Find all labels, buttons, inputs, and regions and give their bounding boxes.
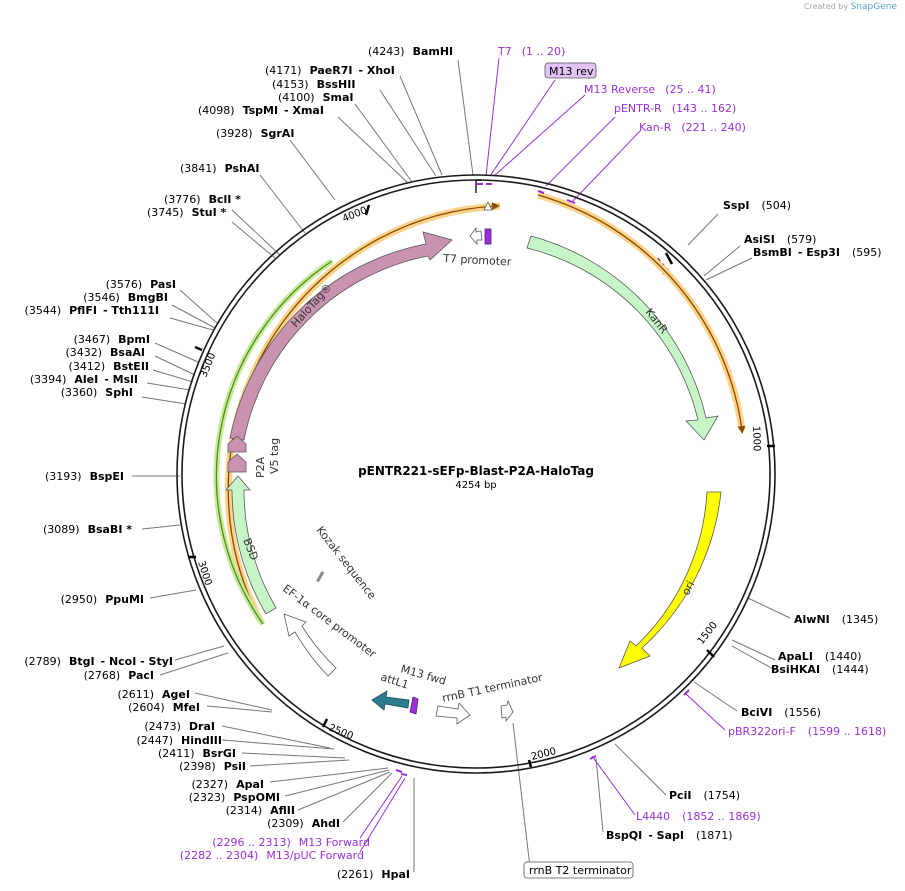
site-apali[interactable]: ApaLI(1440) [778, 650, 862, 663]
site-bpmi[interactable]: (3467)BpmI [74, 333, 150, 346]
attl1-feature[interactable] [371, 690, 410, 711]
primer-m13-puc-forward[interactable]: (2282 .. 2304)M13/pUC Forward [180, 849, 364, 862]
site-sphi[interactable]: (3360)SphI [61, 386, 133, 399]
site-mfei[interactable]: (2604)MfeI [128, 701, 200, 714]
p2a-feature[interactable] [227, 453, 247, 473]
primer-m13-reverse[interactable]: M13 Reverse(25 .. 41) [584, 83, 716, 96]
primer-m13rev[interactable]: M13 rev [544, 62, 597, 79]
origin-marker [475, 179, 482, 193]
primer-kan-r[interactable]: Kan-R(221 .. 240) [639, 121, 746, 134]
rrnb-t1-feature[interactable] [435, 702, 471, 725]
rrnb-t2-label-box[interactable]: rrnB T2 terminator [523, 861, 634, 879]
site-stui[interactable]: (3745)StuI * [147, 206, 227, 219]
site-bspei[interactable]: (3193)BspEI [45, 470, 124, 483]
ori-feature[interactable] [618, 491, 722, 669]
site-agei[interactable]: (2611)AgeI [117, 688, 190, 701]
tick-marks [188, 204, 775, 768]
snapgene-logo: SnapGene [850, 2, 897, 12]
site-bspqi[interactable]: BspQI- SapI(1871) [606, 829, 733, 842]
site-hindiii[interactable]: (2447)HindIII [136, 734, 222, 747]
snapgene-credit: Created by SnapGene [804, 2, 897, 12]
primer-pbr322ori-f[interactable]: pBR322ori-F(1599 .. 1618) [728, 725, 886, 738]
site-pflfi[interactable]: (3544)PflFI- Tth111I [25, 304, 159, 317]
site-aflii[interactable]: (2314)AflII [226, 804, 295, 817]
t7-promoter-feature[interactable] [469, 226, 483, 246]
site-bsteii[interactable]: (3412)BstEII [69, 360, 149, 373]
site-bcivi[interactable]: BciVI(1556) [741, 706, 821, 719]
primer-m13-forward[interactable]: (2296 .. 2313)M13 Forward [212, 836, 370, 849]
site-pshai[interactable]: (3841)PshAI [180, 162, 259, 175]
tick-1000: 1000 [750, 426, 762, 452]
p2a-label: P2A [254, 456, 267, 478]
plasmid-name: pENTR221-sEFp-Blast-P2A-HaloTag [358, 464, 594, 478]
site-paer7i[interactable]: (4171)PaeR7I- XhoI [265, 64, 395, 77]
site-bsrgi[interactable]: (2411)BsrGI [158, 747, 236, 760]
site-alwni[interactable]: AlwNI(1345) [794, 613, 878, 626]
site-pcii[interactable]: PciI(1754) [669, 789, 740, 802]
plasmid-size: 4254 bp [455, 480, 496, 491]
orange-bands [213, 191, 746, 626]
site-bsabi[interactable]: (3089)BsaBI * [43, 523, 132, 536]
site-hpai[interactable]: (2261)HpaI [337, 868, 410, 881]
kanr-feature[interactable] [526, 235, 719, 441]
m13-fwd-feature[interactable] [409, 696, 419, 715]
site-apai[interactable]: (2327)ApaI [192, 778, 264, 791]
primer-t7[interactable]: T7(1 .. 20) [497, 45, 565, 58]
kozak-feature[interactable] [316, 571, 325, 583]
t7-small-arrow [483, 201, 493, 211]
m13-rev-feature[interactable] [484, 228, 492, 245]
credit-prefix: Created by [804, 2, 849, 11]
rrnb-t2-label: rrnB T2 terminator [529, 864, 632, 877]
v5-tag-feature[interactable] [227, 435, 247, 453]
site-sspi[interactable]: SspI(504) [723, 199, 791, 212]
t7-promoter-label: T7 promoter [442, 252, 512, 269]
site-bamhi[interactable]: (4243)BamHI [368, 45, 453, 58]
site-psii[interactable]: (2398)PsiI [179, 760, 246, 773]
site-ahdi[interactable]: (2309)AhdI [267, 817, 340, 830]
primer-l4440[interactable]: L4440(1852 .. 1869) [636, 810, 761, 823]
site-alei[interactable]: (3394)AleI- MslI [30, 373, 138, 386]
halotag-feature[interactable] [229, 231, 453, 441]
site-paci[interactable]: (2768)PacI [84, 669, 154, 682]
site-asisi[interactable]: AsiSI(579) [744, 233, 816, 246]
ef1a-promoter-feature[interactable] [283, 613, 337, 677]
site-drai[interactable]: (2473)DraI [144, 720, 215, 733]
site-pasi[interactable]: (3576)PasI [106, 278, 176, 291]
leader-lines [132, 59, 791, 872]
primer-ticks [395, 183, 690, 776]
rrnb-t2-feature[interactable] [500, 699, 514, 723]
backbone-outer [176, 174, 776, 774]
ori-label: ori [679, 579, 697, 598]
site-bcli[interactable]: (3776)BclI * [164, 193, 241, 206]
site-bsmbi[interactable]: BsmBI- Esp3I(595) [753, 246, 882, 259]
kozak-label: Kozak sequence [314, 524, 379, 602]
site-bsshii[interactable]: (4153)BssHII [272, 78, 355, 91]
rrnb-t1-label: rrnB T1 terminator [441, 671, 544, 705]
v5-tag-label: V5 tag [268, 438, 281, 474]
site-btgi[interactable]: (2789)BtgI- NcoI - StyI [24, 655, 173, 668]
primer-m13rev-label: M13 rev [549, 65, 594, 78]
site-sgrai[interactable]: (3928)SgrAI [216, 127, 294, 140]
site-pspomi[interactable]: (2323)PspOMI [189, 791, 280, 804]
primer-leader-lines [359, 57, 726, 853]
bsd-feature[interactable] [225, 475, 277, 615]
tick-4000: 4000 [341, 205, 369, 225]
site-ppumi[interactable]: (2950)PpuMI [61, 593, 144, 606]
site-tspmi[interactable]: (4098)TspMI- XmaI [198, 104, 324, 117]
tick-2500: 2500 [327, 723, 355, 743]
primer-pentr-r[interactable]: pENTR-R(143 .. 162) [614, 102, 736, 115]
site-bmgbi[interactable]: (3546)BmgBI [83, 291, 168, 304]
site-bsihkai[interactable]: BsiHKAI(1444) [771, 663, 869, 676]
site-smai[interactable]: (4100)SmaI [278, 91, 353, 104]
site-bsaai[interactable]: (3432)BsaAI [65, 346, 145, 359]
